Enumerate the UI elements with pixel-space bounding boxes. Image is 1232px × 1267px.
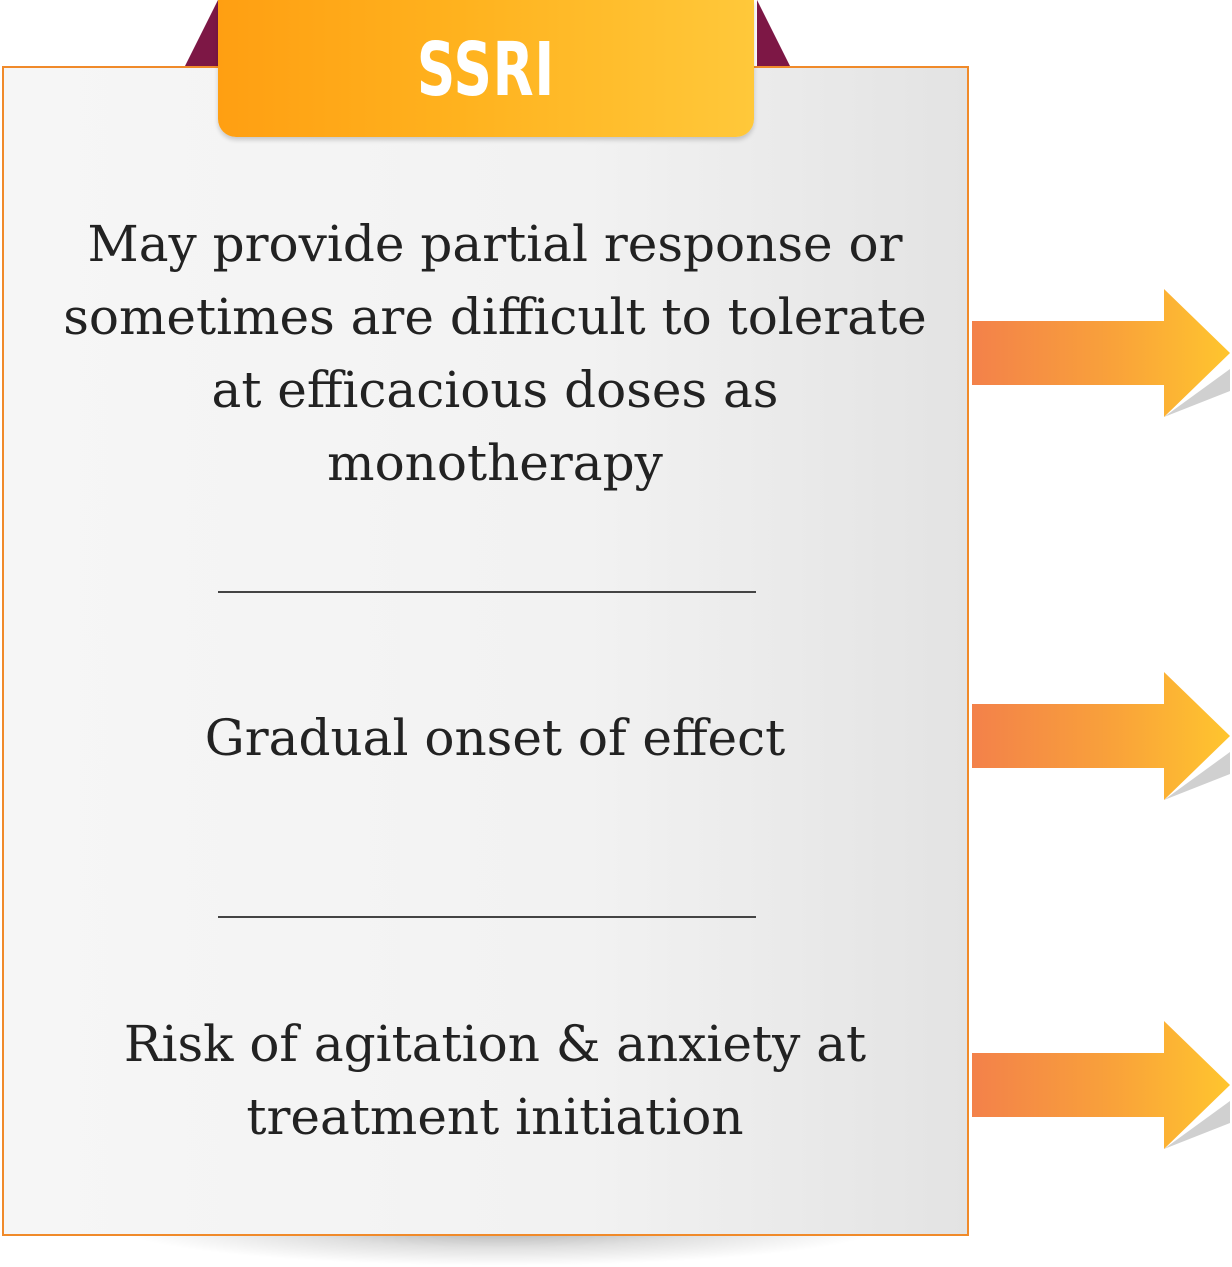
item-text-1: May provide partial response or sometime… <box>63 215 927 492</box>
divider-2 <box>218 916 756 918</box>
item-text-2: Gradual onset of effect <box>204 709 786 767</box>
arrow-icon-3 <box>972 1021 1230 1149</box>
arrow-icon-1 <box>972 289 1230 417</box>
item-text-3: Risk of agitation & anxiety at treatment… <box>123 1015 867 1146</box>
divider-1 <box>218 591 756 593</box>
title-tab: SSRI <box>218 0 754 137</box>
title-ribbon <box>185 0 790 66</box>
ssri-card <box>2 66 969 1236</box>
card-title: SSRI <box>416 26 556 113</box>
arrow-icon-2 <box>972 672 1230 800</box>
